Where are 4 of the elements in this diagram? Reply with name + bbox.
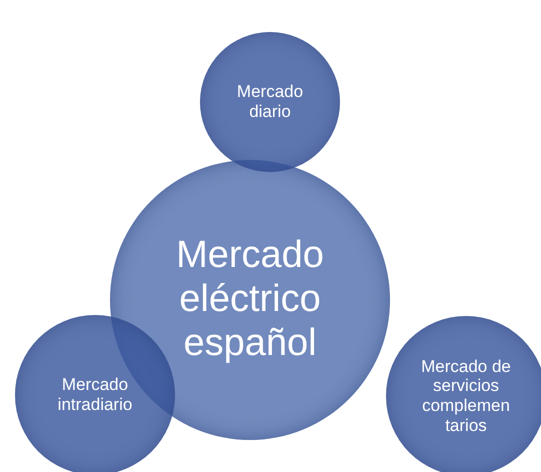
node-label: Mercado diario <box>236 82 304 122</box>
node-label: Mercado intradiario <box>56 375 134 415</box>
node-label: Mercado de servicios complemen tarios <box>420 356 512 436</box>
node-label: Mercado eléctrico español <box>175 234 325 366</box>
